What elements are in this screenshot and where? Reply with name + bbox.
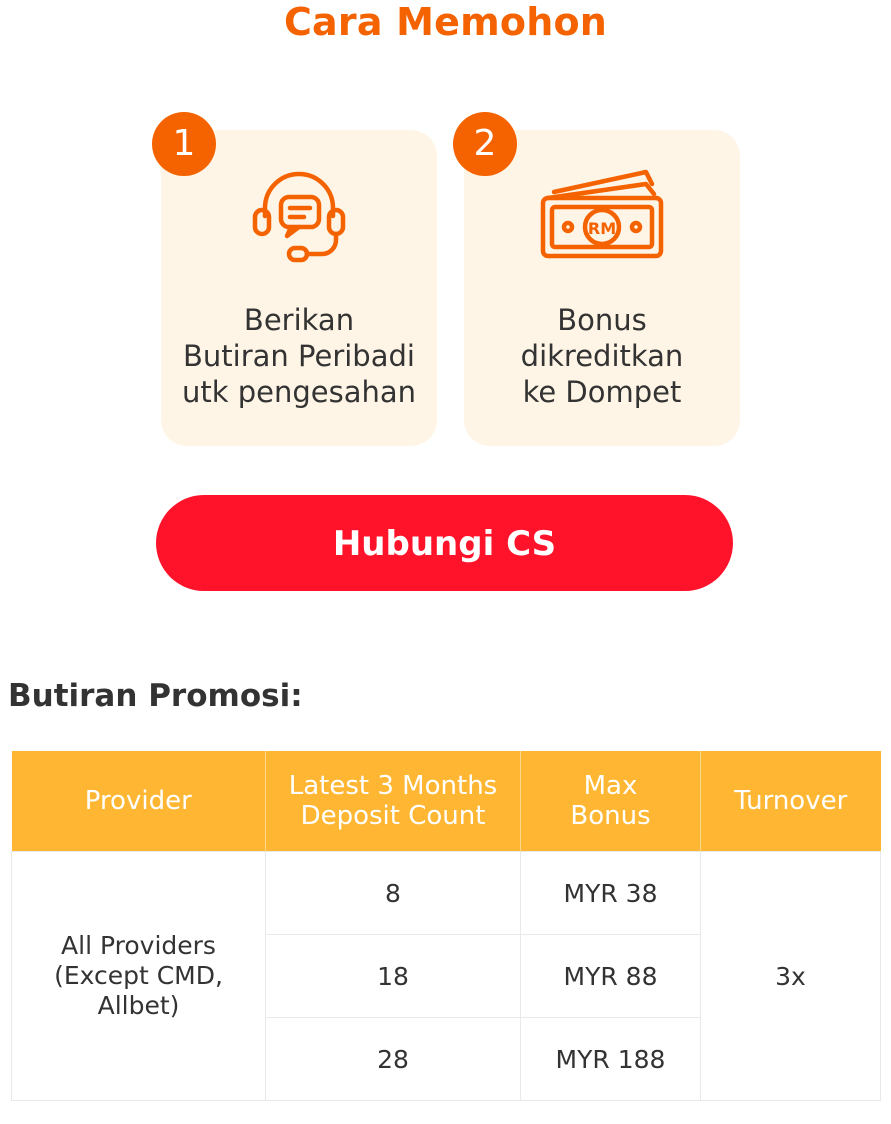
- step-2-badge: 2: [453, 112, 517, 176]
- contact-cs-button[interactable]: Hubungi CS: [156, 495, 733, 591]
- page-title: Cara Memohon: [283, 0, 608, 44]
- header-provider: Provider: [11, 751, 266, 852]
- deposit-count-cell: 8: [265, 851, 521, 935]
- step-card-1: Berikan Butiran Peribadi utk pengesahan: [161, 130, 437, 446]
- step-2-text: Bonus dikreditkan ke Dompet: [520, 303, 684, 409]
- table-row: 18 MYR 88: [12, 934, 881, 1018]
- table-row: All Providers (Except CMD, Allbet) 8 MYR…: [11, 851, 881, 1101]
- max-bonus-cell: MYR 188: [520, 1017, 701, 1101]
- header-turnover: Turnover: [700, 751, 881, 852]
- max-bonus-cell: MYR 38: [520, 851, 701, 935]
- promo-section-title: Butiran Promosi:: [8, 678, 303, 714]
- table-row: 28 MYR 188: [12, 1017, 881, 1101]
- step-1-text: Berikan Butiran Peribadi utk pengesahan: [181, 303, 417, 409]
- svg-text:RM: RM: [588, 219, 616, 238]
- cash-rm-icon: RM: [540, 169, 664, 259]
- turnover-cell: 3x: [700, 851, 881, 1101]
- deposit-count-cell: 28: [265, 1017, 521, 1101]
- headset-chat-icon: [252, 171, 346, 263]
- provider-cell: All Providers (Except CMD, Allbet): [11, 851, 266, 1101]
- step-card-2: RM Bonus dikreditkan ke Dompet: [464, 130, 740, 446]
- step-1-badge: 1: [152, 112, 216, 176]
- max-bonus-cell: MYR 88: [520, 934, 701, 1018]
- deposit-count-cell: 18: [265, 934, 521, 1018]
